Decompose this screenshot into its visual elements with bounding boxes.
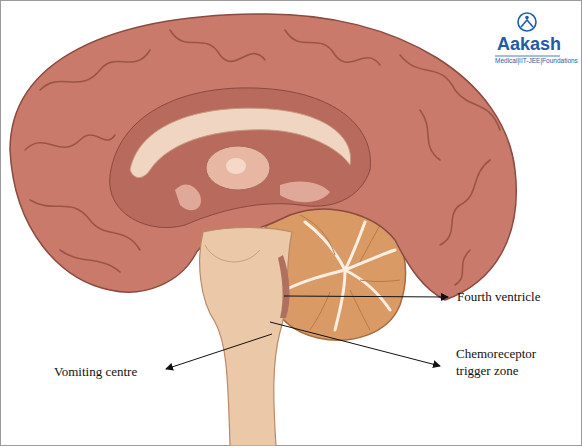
thalamus [206, 146, 270, 190]
fornix [175, 185, 201, 211]
pons-outline [205, 245, 260, 262]
interthalamic-adhesion [226, 158, 246, 174]
corpus-callosum [130, 108, 351, 177]
part-label: Fourth ventricle [457, 289, 540, 306]
brainstem [200, 228, 292, 446]
logo-text: Aakash [497, 35, 561, 53]
fourth-ventricle [278, 255, 290, 318]
pineal-region [280, 181, 330, 202]
logo-subtitle: Medical|IIT-JEE|Foundations [495, 58, 578, 65]
medial-surface [110, 88, 371, 228]
leader-line [166, 334, 272, 369]
arbor-vitae [285, 222, 395, 330]
part-label: Chemoreceptor trigger zone [456, 346, 560, 380]
leader-line [284, 296, 448, 297]
logo-rule [495, 56, 560, 57]
leader-line [270, 322, 440, 366]
part-label: Vomiting centre [54, 364, 137, 381]
cerebellum-folia [300, 215, 400, 330]
logo-icon [518, 13, 536, 31]
